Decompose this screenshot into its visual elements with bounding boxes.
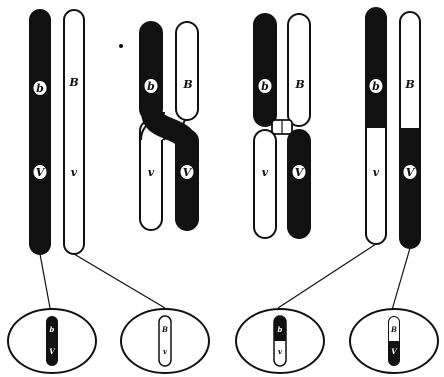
- allele-label-B-2: B: [182, 78, 192, 91]
- allele-marker-b-3: [258, 79, 272, 93]
- gamete-label-V-1: V: [49, 347, 56, 356]
- gamete-label-B-2: B: [161, 325, 168, 334]
- allele-marker-V-2: [180, 165, 194, 179]
- gametes: b V B v b v B V: [7, 308, 439, 374]
- gamete-label-b-3: b: [278, 325, 283, 334]
- chromosome-recombinant-right-light: [401, 13, 419, 128]
- connector-2: [73, 253, 166, 309]
- allele-marker-V-3: [292, 165, 306, 179]
- allele-marker-V-4: [403, 165, 417, 179]
- chromosome-dark-parental: [29, 9, 51, 255]
- gamete-recombinant-light-top: B V: [349, 308, 439, 374]
- gamete-connectors: [39, 243, 411, 311]
- allele-label-b: b: [36, 82, 44, 95]
- allele-label-b-3: b: [261, 80, 269, 93]
- allele-marker-b-2: [144, 79, 158, 93]
- allele-marker-b-4: [369, 79, 383, 93]
- allele-marker-V: [33, 165, 47, 179]
- gamete-chromosome-2: [158, 315, 172, 367]
- gamete-parental-light: B v: [120, 308, 210, 374]
- gamete-chromosome-3-dark: [274, 316, 286, 341]
- chromosome-recombinant-left-dark: [366, 8, 386, 128]
- gamete-recombinant-dark-top: b v: [235, 308, 325, 374]
- chromosome-dark-upper: [139, 21, 163, 121]
- gamete-chromosome-1: [46, 316, 58, 366]
- allele-label-V: V: [36, 166, 46, 179]
- stage-recombinant: b B v V: [365, 7, 421, 249]
- gamete-label-v-2: v: [163, 347, 168, 356]
- gamete-label-V-4: V: [391, 347, 398, 356]
- allele-label-B-3: B: [294, 78, 304, 91]
- allele-label-v-2: v: [148, 166, 155, 179]
- gamete-label-b-1: b: [50, 325, 55, 334]
- chromosome-light-upper-3: [287, 13, 311, 127]
- allele-marker-b: [33, 81, 47, 95]
- gamete-parental-dark: b V: [7, 308, 97, 374]
- allele-label-V-2: V: [183, 166, 193, 179]
- allele-label-b-2: b: [147, 80, 155, 93]
- chromosome-light-lower-3: [253, 129, 277, 239]
- gamete-label-B-4: B: [390, 325, 397, 334]
- allele-label-v: v: [71, 166, 78, 179]
- stage-twisting: b B v V: [139, 21, 199, 231]
- allele-label-B-4: B: [404, 78, 414, 91]
- chromosome-dark-upper-3: [253, 13, 277, 127]
- connector-4: [391, 247, 411, 311]
- chromosome-light-parental: [63, 9, 85, 255]
- allele-label-v-3: v: [262, 166, 269, 179]
- chromosome-dark-lower-3: [287, 129, 311, 239]
- connector-1: [39, 253, 51, 309]
- chromosome-dark-lower-right: [175, 129, 199, 231]
- allele-label-V-4: V: [406, 166, 416, 179]
- stage-parental: b V B v: [29, 9, 85, 255]
- allele-label-v-4: v: [373, 166, 380, 179]
- allele-label-B: B: [68, 76, 78, 89]
- gamete-label-v-3: v: [278, 347, 283, 356]
- allele-label-V-3: V: [295, 166, 305, 179]
- gamete-chromosome-4-light: [389, 317, 399, 341]
- chromosome-light-upper: [175, 21, 199, 121]
- speck: [119, 44, 123, 48]
- allele-label-b-4: b: [372, 80, 380, 93]
- stage-chiasma: b B v V: [253, 13, 311, 239]
- connector-3: [277, 243, 377, 309]
